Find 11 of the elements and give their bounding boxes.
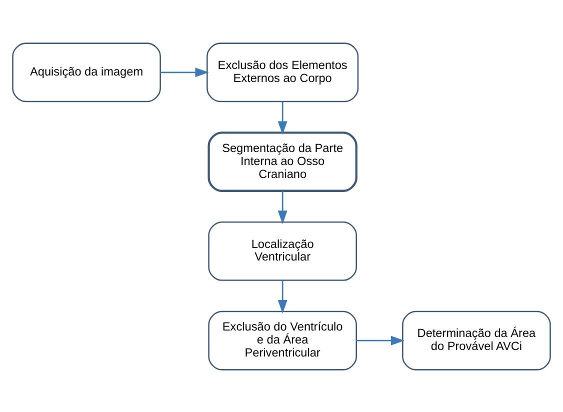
node-box: Determinação da Área do Provável AVCi	[402, 310, 551, 370]
node-box: Segmentação da Parte Interna ao Osso Craniano	[208, 131, 358, 192]
arrow	[278, 101, 288, 134]
arrow	[356, 335, 404, 345]
node-box: Localização Ventricular	[208, 220, 358, 280]
node-box: Exclusão dos Elementos Externos ao Corpo	[206, 42, 359, 102]
node-box: Aquisição da imagem	[12, 42, 161, 102]
arrow	[278, 190, 288, 224]
arrow	[160, 67, 209, 77]
arrow	[278, 280, 288, 314]
node-box: Exclusão do Ventrículo e da Área Periventricular	[208, 310, 358, 370]
